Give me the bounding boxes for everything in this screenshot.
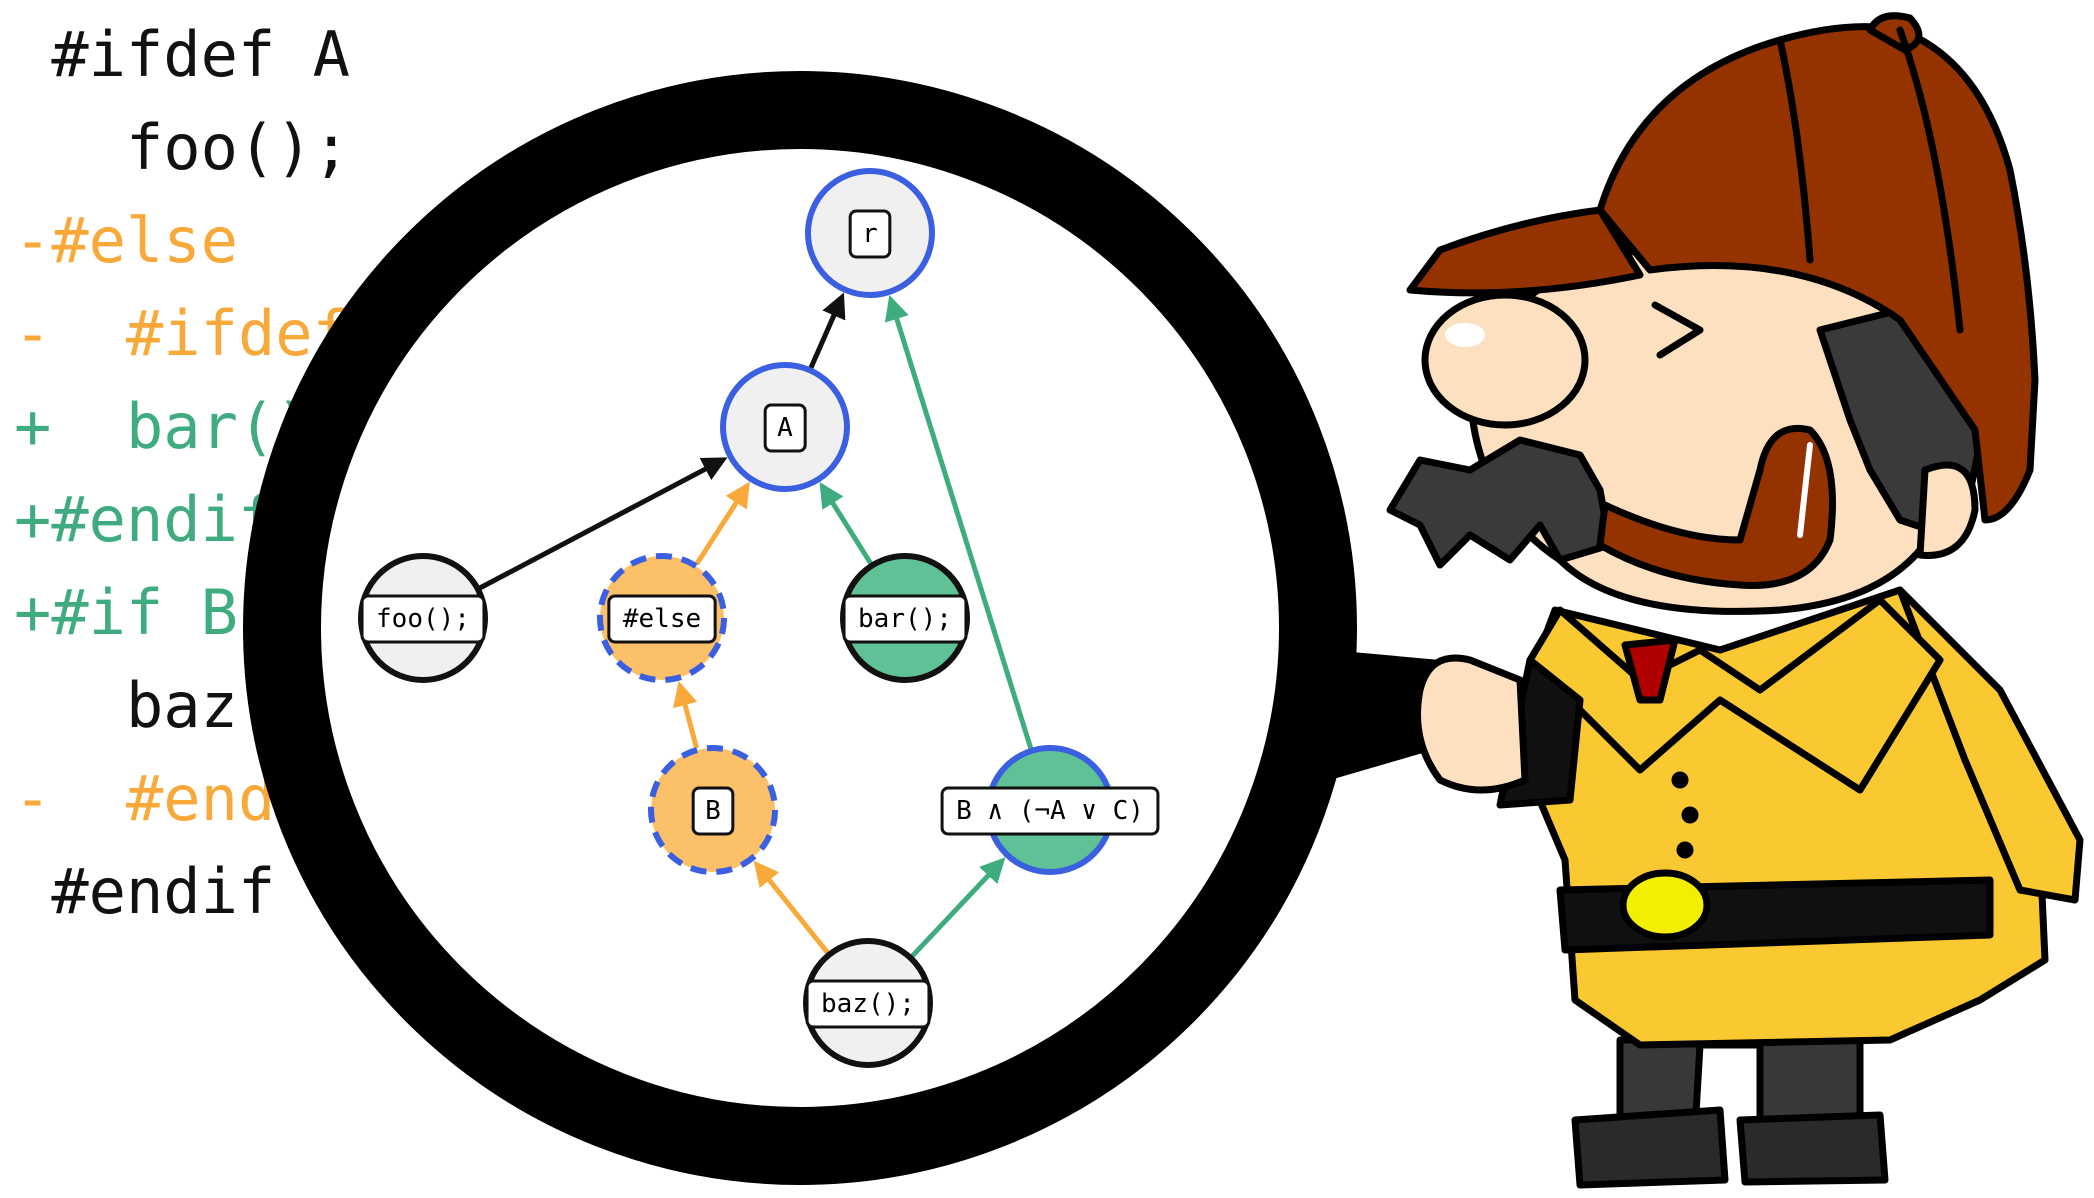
- nose-highlight: [1445, 323, 1485, 347]
- edge-else-A: [694, 481, 750, 566]
- node-label: bar();: [858, 604, 952, 634]
- node-baz: baz();: [803, 938, 933, 1068]
- node-A: A: [720, 362, 850, 492]
- node-label-box: [842, 594, 968, 644]
- belt-buckle: [1619, 869, 1711, 941]
- detective-nose: [1421, 291, 1589, 429]
- node-label-box: [360, 594, 486, 644]
- detective-right-sleeve: [1896, 586, 2084, 904]
- detective-shoes: [1571, 1106, 1889, 1189]
- node-label: A: [777, 413, 793, 443]
- coat-button: [1671, 771, 1689, 789]
- graph-edges: [478, 292, 1034, 959]
- edge-A-r: [808, 292, 846, 370]
- code-line: -#else: [14, 204, 238, 277]
- detective-hat: [1596, 23, 2039, 524]
- edge-BC-r: [884, 295, 1034, 750]
- node-B: B: [648, 745, 778, 875]
- edge-baz-BC: [910, 857, 1006, 959]
- code-line: - #ifdef: [14, 297, 350, 370]
- node-label-box: [940, 786, 1160, 836]
- node-else: #else: [597, 553, 727, 683]
- edge-bar-A: [819, 482, 874, 566]
- node-label: r: [862, 219, 878, 249]
- node-label: B ∧ (¬A ∨ C): [956, 796, 1144, 826]
- edge-foo-A: [478, 457, 728, 591]
- detective-mustache: [1386, 436, 1614, 569]
- detective-hand: [1414, 654, 1529, 794]
- detective-pipe: [1596, 424, 1836, 589]
- node-BC: B ∧ (¬A ∨ C): [940, 745, 1160, 875]
- code-diff-listing: #ifdef A foo();-#else- #ifdef+ bar()+#en…: [0, 0, 1000, 1198]
- coat-button: [1676, 841, 1694, 859]
- node-label: #else: [623, 604, 701, 634]
- code-line: - #end: [14, 762, 276, 835]
- hat-seam: [1896, 26, 1964, 334]
- detective-collar: [1526, 596, 1944, 794]
- hat-brim: [1406, 206, 1644, 297]
- node-label-box: [607, 594, 717, 644]
- node-label: B: [705, 796, 721, 826]
- node-label: foo();: [376, 604, 470, 634]
- code-line: #endif: [14, 855, 276, 928]
- node-label: baz();: [821, 989, 915, 1019]
- edge-baz-B: [753, 860, 830, 955]
- detective-ear: [1916, 461, 1979, 559]
- detective-icon: [1386, 12, 2084, 1189]
- magnifier-lens: [243, 71, 1357, 1185]
- coat-button: [1681, 806, 1699, 824]
- code-line: #ifdef A: [14, 18, 350, 91]
- node-foo: foo();: [358, 553, 488, 683]
- node-label-box: [763, 403, 807, 453]
- detective-tie: [1621, 636, 1679, 704]
- code-line: +#endif: [14, 483, 276, 556]
- hat-seam: [1776, 36, 1814, 264]
- node-label-box: [848, 209, 892, 259]
- node-label-box: [691, 786, 735, 836]
- pipe-highlight: [1797, 442, 1813, 538]
- code-line: foo();: [14, 111, 350, 184]
- node-bar: bar();: [840, 553, 970, 683]
- node-r: r: [805, 168, 935, 298]
- edge-B-else: [673, 680, 699, 749]
- detective-eye: [1651, 301, 1704, 359]
- node-label-box: [805, 979, 931, 1029]
- code-line: +#if B: [14, 576, 238, 649]
